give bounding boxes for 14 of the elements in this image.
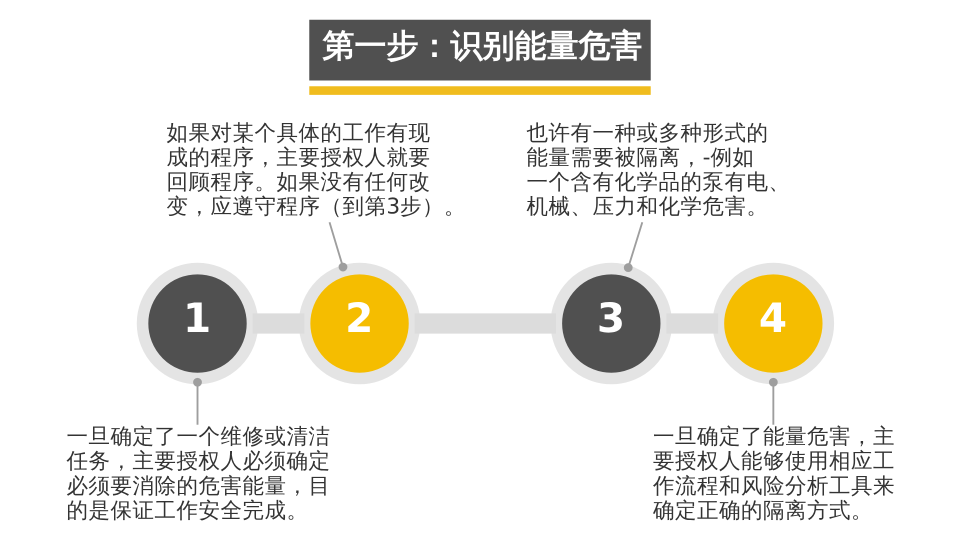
node-circle: 1 <box>136 262 258 384</box>
connector <box>328 222 348 272</box>
connector <box>624 222 644 272</box>
connector <box>666 313 718 334</box>
node-text: 一旦确定了能量危害，主要授权人能够使用相应工作流程和风险分析工具来确定正确的隔离方式。 <box>653 424 896 524</box>
connector <box>414 313 556 334</box>
diagram-title: 第一步：识别能量危害 <box>322 26 642 65</box>
node-circle: 4 <box>712 262 834 384</box>
connector <box>252 313 304 334</box>
connector <box>193 378 202 425</box>
node-text: 也许有一种或多种形式的能量需要被隔离，-例如一个含有化学品的泵有电、机械、压力和化学危害。 <box>526 120 791 220</box>
node-text: 一旦确定了一个维修或清洁任务，主要授权人必须确定必须要消除的危害能量，目的是保证工作安全完成。 <box>66 424 331 524</box>
node-text: 如果对某个具体的工作有现成的程序，主要授权人就要回顾程序。如果没有任何改变，应遵守程序（到第3步）。 <box>166 120 466 220</box>
connector <box>768 378 778 425</box>
